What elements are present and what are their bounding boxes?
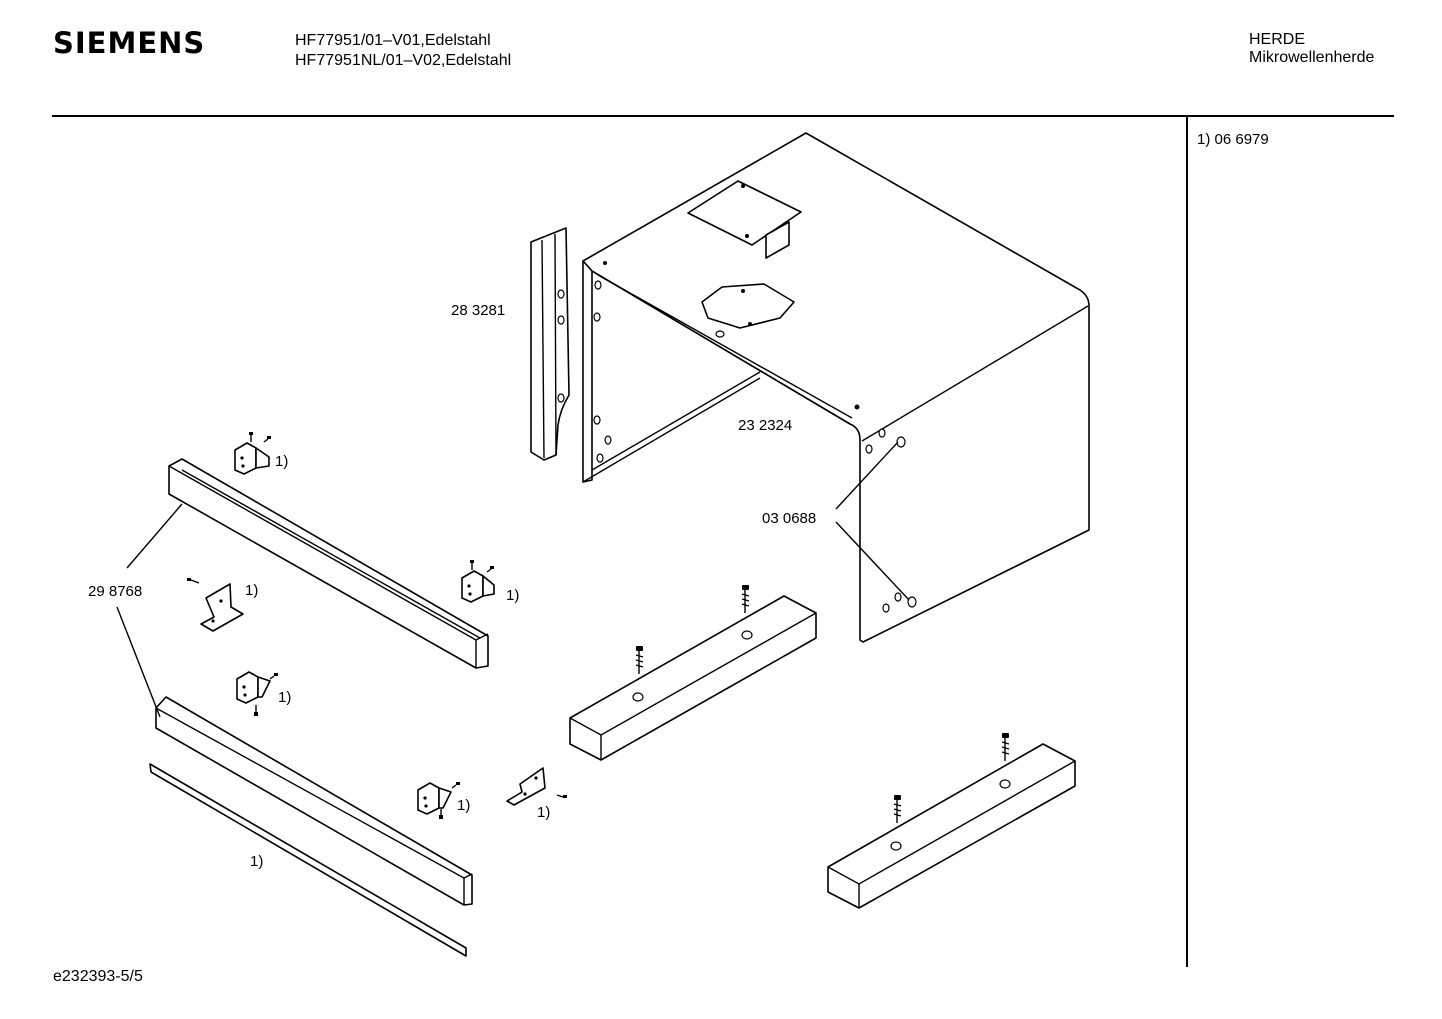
ref-label-5: 1) (457, 797, 470, 814)
housing-232324 (582, 132, 1090, 643)
part-label-232324: 23 2324 (738, 417, 792, 434)
part-label-298768: 29 8768 (88, 583, 142, 600)
brand-logo: SIEMENS (53, 26, 206, 60)
ref-label-2: 1) (506, 587, 519, 604)
leader-298768-upper (126, 503, 183, 569)
leader-298768-lower (116, 606, 161, 718)
screw-icon-1 (741, 585, 750, 613)
drawing-id: e232393-5/5 (53, 968, 143, 985)
part-label-030688: 03 0688 (762, 510, 816, 527)
bracket-4 (236, 671, 278, 716)
header-divider (52, 115, 1394, 117)
bracket-1 (234, 432, 271, 475)
ref-label-4: 1) (278, 689, 291, 706)
footnote-1: 1) 06 6979 (1197, 131, 1269, 148)
category-line-2: Mikrowellenherde (1249, 49, 1375, 66)
model-numbers: HF77951/01–V01,Edelstahl HF77951NL/01–V0… (295, 31, 511, 71)
thin-strip (149, 763, 467, 957)
category-line-1: HERDE (1249, 31, 1306, 48)
ref-label-1: 1) (275, 453, 288, 470)
support-block-1 (569, 595, 817, 761)
screw-icon-4 (893, 795, 902, 823)
screw-icon-2 (635, 646, 644, 674)
bracket-6 (506, 767, 567, 806)
bracket-5 (417, 782, 460, 819)
model-line-1: HF77951/01–V01,Edelstahl (295, 32, 491, 49)
ref-label-3: 1) (245, 582, 258, 599)
leader-030688-lower (835, 521, 910, 601)
support-block-2 (827, 743, 1076, 909)
leader-030688-upper (835, 441, 899, 510)
side-rail-283281 (530, 227, 570, 461)
ref-label-7: 1) (250, 853, 263, 870)
bracket-3 (187, 578, 244, 632)
trim-strip-lower (155, 696, 473, 906)
bracket-2 (461, 560, 495, 603)
trim-strip-upper (168, 458, 489, 669)
model-line-2: HF77951NL/01–V02,Edelstahl (295, 52, 512, 69)
screw-icon-3 (1001, 733, 1010, 761)
product-category: HERDE Mikrowellenherde (1249, 31, 1374, 67)
ref-label-6: 1) (537, 804, 550, 821)
part-label-283281: 28 3281 (451, 302, 505, 319)
notes-divider (1186, 117, 1188, 967)
